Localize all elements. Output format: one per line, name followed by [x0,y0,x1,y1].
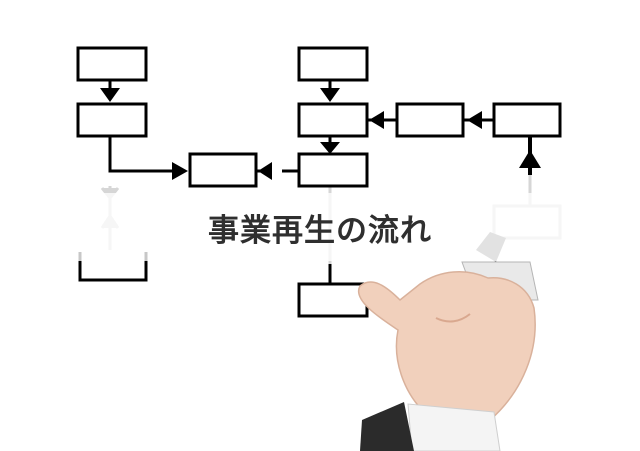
arrow-left-icon [369,111,384,129]
flow-box [188,152,258,188]
title-banner [0,193,640,261]
arrow-left-icon [467,111,482,129]
flow-box [297,282,369,318]
flow-box-partial [78,252,148,282]
sleeve-icon [360,402,414,451]
arrow-down-icon [320,88,340,102]
arrow-down-icon [100,88,120,102]
knuckle-line [435,313,471,323]
page-title: 事業再生の流れ [208,213,432,249]
flow-box [76,102,148,138]
hand-with-marker [357,232,539,451]
flow-box [297,46,369,82]
arrow-down-icon [320,142,340,154]
shirt-cuff-icon [407,403,501,451]
flow-box [76,46,148,82]
connector [108,136,176,173]
flow-box [297,152,369,188]
flow-box [395,102,465,138]
hand-icon [357,271,536,421]
arrow-up-icon [519,150,541,168]
arrow-left-icon [258,162,272,180]
arrow-right-icon [172,162,188,180]
flow-box [297,102,369,138]
flow-box [492,102,562,138]
